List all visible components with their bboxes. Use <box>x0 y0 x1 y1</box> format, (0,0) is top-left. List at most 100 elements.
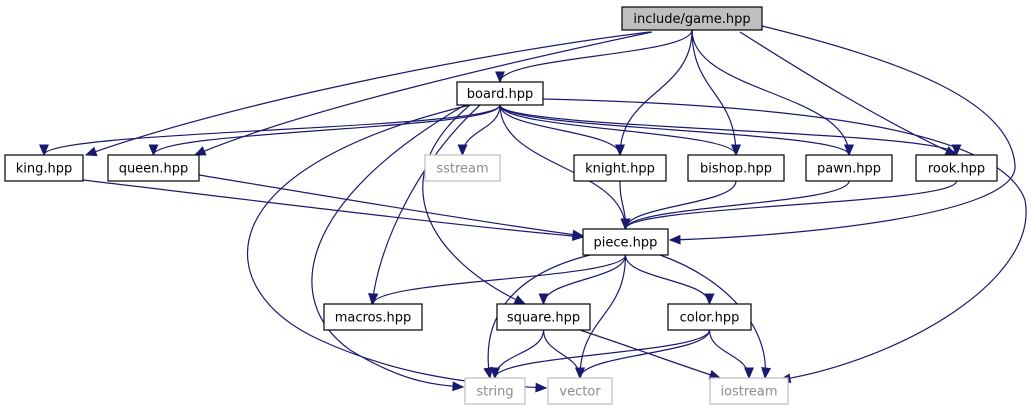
arrowhead-queen-to-piece <box>571 229 585 240</box>
edge-color-to-vector <box>575 329 711 380</box>
arrowhead-piece-to-macros <box>368 293 378 306</box>
node-box-string <box>464 377 526 405</box>
edge-line-pawn-to-piece <box>624 180 850 230</box>
edge-line-color-to-string <box>494 329 711 379</box>
edge-line-game-to-rook <box>739 31 957 156</box>
node-game[interactable]: include/game.hpp <box>621 6 763 31</box>
edge-line-board-to-king <box>43 104 501 156</box>
edge-game-to-knight <box>615 29 693 157</box>
node-box-rook <box>915 154 998 182</box>
node-box-pawn <box>805 154 893 182</box>
edge-line-board-to-queen <box>152 104 501 156</box>
edge-line-board-to-rook <box>499 104 958 156</box>
node-label-square: square.hpp <box>507 311 580 326</box>
node-board[interactable]: board.hpp <box>456 81 544 106</box>
arrowhead-board-to-king <box>39 144 49 157</box>
node-label-sstream: sstream <box>436 162 488 177</box>
edge-line-game-to-bishop <box>691 29 737 156</box>
edge-board-to-string <box>311 104 466 392</box>
node-label-string: string <box>476 385 513 400</box>
arrowhead-board-to-sstream <box>457 144 468 157</box>
node-king[interactable]: king.hpp <box>4 154 84 182</box>
edge-line-color-to-vector <box>579 329 711 379</box>
node-box-vector <box>547 377 613 405</box>
edge-line-board-to-knight <box>499 104 621 156</box>
edge-color-to-string <box>490 329 711 380</box>
arrowhead-game-to-piece <box>668 234 681 245</box>
edge-board-to-king <box>39 104 501 157</box>
edge-line-piece-to-color <box>624 254 711 305</box>
edge-piece-to-square <box>538 254 627 306</box>
edge-line-board-to-bishop <box>499 104 737 156</box>
edge-square-to-string <box>490 329 545 380</box>
edge-game-to-board <box>495 29 693 84</box>
arrowhead-piece-to-square <box>538 293 549 306</box>
arrowhead-game-to-king <box>84 146 98 157</box>
node-box-bishop <box>687 154 785 182</box>
node-label-board: board.hpp <box>467 87 533 102</box>
edge-pawn-to-piece <box>620 180 850 231</box>
node-color[interactable]: color.hpp <box>667 303 752 331</box>
edge-line-game-to-piece <box>669 25 1016 241</box>
arrowhead-piece-to-color <box>704 293 715 306</box>
node-knight[interactable]: knight.hpp <box>573 154 667 182</box>
node-label-iostream: iostream <box>720 385 777 400</box>
node-box-macros <box>323 303 423 331</box>
edge-line-king-to-piece <box>82 179 584 238</box>
edge-color-to-iostream <box>708 329 754 380</box>
edge-line-board-to-macros <box>371 104 481 305</box>
node-box-game <box>621 6 763 31</box>
node-label-king: king.hpp <box>16 162 73 177</box>
edge-line-square-to-vector <box>542 329 581 379</box>
edge-piece-to-color <box>624 254 715 306</box>
edge-board-to-pawn <box>499 104 854 157</box>
node-bishop[interactable]: bishop.hpp <box>687 154 785 182</box>
node-label-macros: macros.hpp <box>335 311 411 326</box>
node-label-knight: knight.hpp <box>585 162 655 177</box>
edge-line-board-to-piece <box>499 104 627 230</box>
edge-piece-to-string <box>483 254 591 380</box>
edge-line-piece-to-macros <box>372 254 627 305</box>
edge-line-queen-to-piece <box>198 174 584 237</box>
edge-piece-to-macros <box>368 254 627 306</box>
arrowhead-board-to-square <box>513 295 527 305</box>
node-square[interactable]: square.hpp <box>496 303 591 331</box>
node-box-piece <box>582 228 669 256</box>
node-label-pawn: pawn.hpp <box>817 162 881 177</box>
arrowhead-piece-to-iostream <box>761 367 772 380</box>
edge-board-to-knight <box>499 104 625 157</box>
edge-line-board-to-string <box>311 104 466 388</box>
edge-queen-to-piece <box>198 174 585 240</box>
node-sstream: sstream <box>424 154 501 182</box>
arrowhead-board-to-queen <box>148 144 159 157</box>
edge-line-piece-to-vector <box>579 254 627 379</box>
arrowhead-board-to-knight <box>615 144 625 157</box>
node-box-board <box>456 81 544 106</box>
node-rook[interactable]: rook.hpp <box>915 154 998 182</box>
node-piece[interactable]: piece.hpp <box>582 228 669 256</box>
edge-line-board-to-square <box>422 104 526 305</box>
edge-line-piece-to-square <box>542 254 627 305</box>
node-label-bishop: bishop.hpp <box>700 162 772 177</box>
edge-line-game-to-king <box>85 31 651 156</box>
node-macros[interactable]: macros.hpp <box>323 303 423 331</box>
edge-game-to-bishop <box>691 29 741 157</box>
edge-line-board-to-sstream <box>461 104 501 156</box>
edge-line-game-to-queen <box>194 31 653 156</box>
arrowhead-game-to-board <box>495 71 505 84</box>
edge-line-game-to-board <box>499 29 693 83</box>
node-box-iostream <box>709 377 789 405</box>
edge-line-board-to-pawn <box>499 104 850 156</box>
node-label-game: include/game.hpp <box>633 12 750 27</box>
edge-game-to-piece <box>668 25 1016 245</box>
node-box-color <box>667 303 752 331</box>
edge-board-to-bishop <box>499 104 741 157</box>
edge-line-game-to-knight <box>619 29 693 156</box>
edge-line-bishop-to-piece <box>624 180 737 230</box>
node-queen[interactable]: queen.hpp <box>107 154 200 182</box>
node-pawn[interactable]: pawn.hpp <box>805 154 893 182</box>
edge-game-to-queen <box>193 31 653 156</box>
arrowhead-board-to-string <box>452 381 465 392</box>
edges-layer <box>39 25 1027 393</box>
arrowhead-rook-to-piece <box>620 218 631 231</box>
